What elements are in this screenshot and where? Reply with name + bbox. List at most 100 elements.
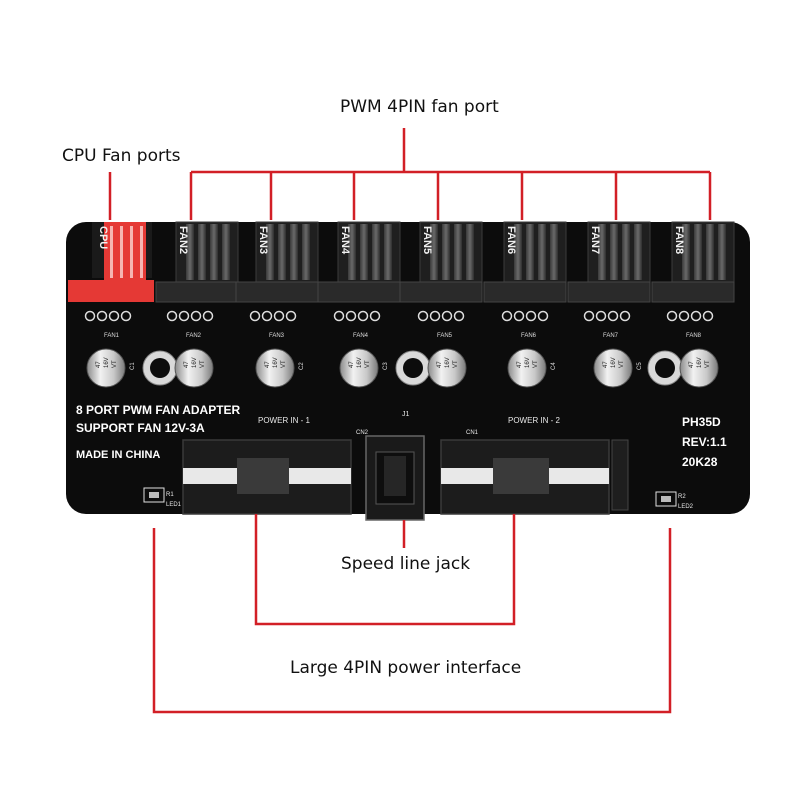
cap-ref: C2: [299, 362, 305, 370]
silk-fan-label: FAN1: [104, 333, 120, 339]
pin-pad: [285, 310, 297, 322]
led1-area: R1 LED1: [143, 487, 182, 508]
silk-fan-label: FAN7: [603, 333, 619, 339]
pin-pad: [202, 310, 214, 322]
cap-marking: VT: [281, 360, 287, 368]
fan-header-base: [651, 281, 735, 303]
pin-pad: [249, 310, 261, 322]
header-label: FAN4: [339, 226, 351, 255]
model-label: PH35D: [682, 415, 721, 429]
pin-pad: [429, 310, 441, 322]
cpu-port-callout: CPU Fan ports: [62, 146, 181, 166]
board-title-line1: 8 PORT PWM FAN ADAPTER: [76, 403, 241, 417]
fan-header-base: [399, 281, 483, 303]
header-label: FAN7: [589, 226, 601, 254]
cap-marking: 47: [184, 361, 190, 368]
cap-marking: 47: [96, 361, 102, 368]
pin-pad: [108, 310, 120, 322]
pin-pad: [690, 310, 702, 322]
pin-pad: [441, 310, 453, 322]
revision-label: REV:1.1: [682, 435, 727, 449]
mounting-hole: [142, 350, 178, 386]
power-interface-callout: Large 4PIN power interface: [290, 658, 522, 678]
header-label: CPU: [97, 226, 109, 249]
cap-marking: 47: [265, 361, 271, 368]
fan-header-4: FAN4: [317, 221, 401, 303]
cap-ref: C1: [130, 362, 136, 370]
silk-fan-label: FAN6: [521, 333, 537, 339]
cap-marking: VT: [705, 360, 711, 368]
led2-area: R2 LED2: [655, 491, 694, 510]
led2-label: LED2: [678, 504, 694, 510]
power-connector-2: [440, 439, 629, 515]
r2-label: R2: [678, 494, 686, 500]
cap-ref: C3: [383, 362, 389, 370]
header-label: FAN8: [673, 226, 685, 254]
pin-pad: [120, 310, 132, 322]
pin-pad: [583, 310, 595, 322]
pin-pad: [84, 310, 96, 322]
speed-jack-callout: Speed line jack: [341, 554, 471, 574]
fan-header-8: FAN8: [651, 221, 735, 303]
board-title-line2: SUPPORT FAN 12V-3A: [76, 421, 205, 435]
power-connector-1: [182, 439, 352, 515]
cap-marking: 16V: [697, 357, 703, 368]
r1-label: R1: [166, 492, 174, 498]
made-in-label: MADE IN CHINA: [76, 449, 160, 461]
cap-ref: C4: [551, 362, 557, 370]
pin-pad: [453, 310, 465, 322]
cap-marking: 16V: [104, 357, 110, 368]
fan-header-2: FAN2: [155, 221, 239, 303]
pin-pad: [333, 310, 345, 322]
fan-header-base: [483, 281, 567, 303]
cpu-header-base: [68, 280, 154, 302]
pin-pad: [166, 310, 178, 322]
pin-pad: [501, 310, 513, 322]
cap-marking: 47: [437, 361, 443, 368]
pin-pad: [702, 310, 714, 322]
date-code-label: 20K28: [682, 455, 718, 469]
fan-header-7: FAN7: [567, 221, 651, 303]
jack-ref-label: J1: [402, 411, 410, 418]
leader-lines: [108, 128, 712, 714]
power-in-2-label: POWER IN - 2: [508, 416, 561, 425]
pin-pad: [537, 310, 549, 322]
pin-pad: [678, 310, 690, 322]
pin-pad: [513, 310, 525, 322]
cap-marking: VT: [112, 360, 118, 368]
fan-header-5: FAN5: [399, 221, 483, 303]
pin-pad: [190, 310, 202, 322]
pin-pad: [417, 310, 429, 322]
pin-pad: [96, 310, 108, 322]
silk-fan-label: FAN4: [353, 333, 369, 339]
fan-header-base: [235, 281, 319, 303]
pin-pad: [357, 310, 369, 322]
silk-fan-label: FAN8: [686, 333, 702, 339]
pin-pad: [345, 310, 357, 322]
silk-fan-label: FAN3: [269, 333, 285, 339]
power-inner-leader: [254, 514, 516, 626]
header-label: FAN2: [177, 226, 189, 254]
cap-ref: C5: [637, 362, 643, 370]
fan-header-1: CPU: [68, 222, 154, 302]
pin-pad: [273, 310, 285, 322]
fan-header-base: [317, 281, 401, 303]
power-in-1-label: POWER IN - 1: [258, 416, 311, 425]
pin-pad: [595, 310, 607, 322]
fan-header-3: FAN3: [235, 221, 319, 303]
pin-pad: [369, 310, 381, 322]
cap-marking: 16V: [525, 357, 531, 368]
cap-marking: 16V: [445, 357, 451, 368]
mounting-hole: [395, 350, 431, 386]
cap-marking: 47: [349, 361, 355, 368]
